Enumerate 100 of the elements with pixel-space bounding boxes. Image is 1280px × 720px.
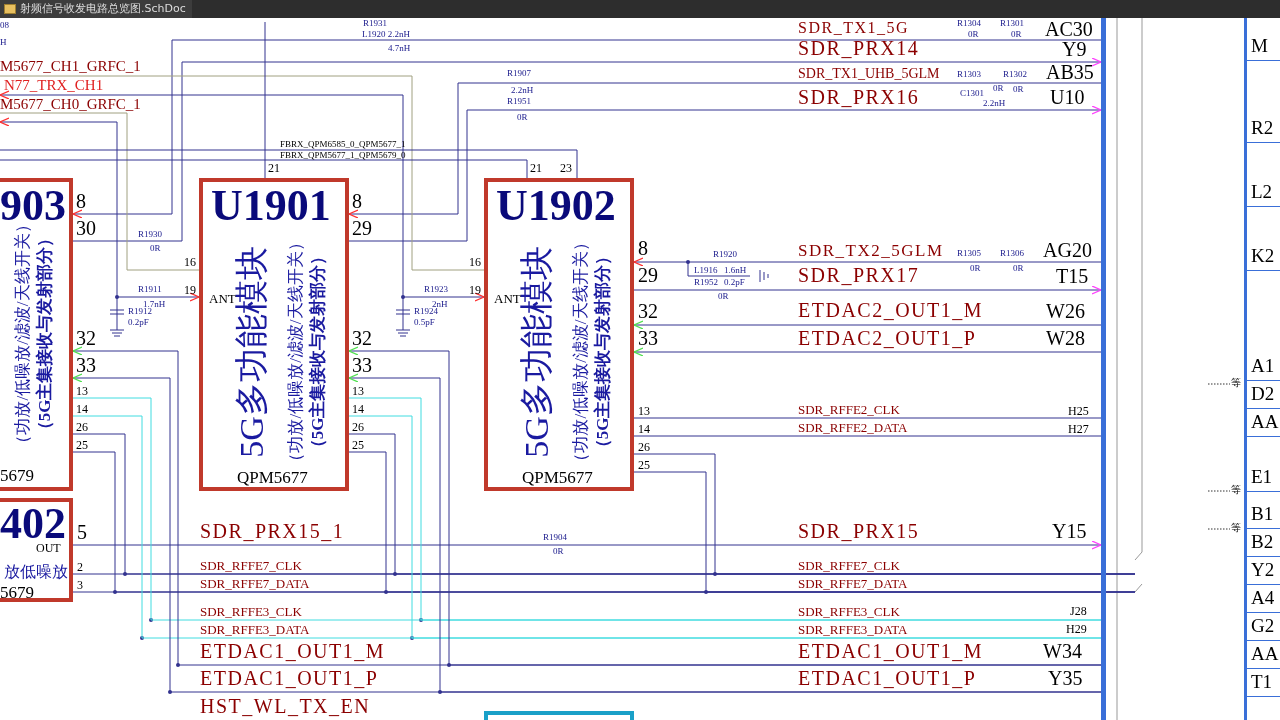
pin-label: AA xyxy=(1251,412,1279,431)
net-label: SDR_RFFE7_CLK xyxy=(798,559,900,572)
pin-number: 33 xyxy=(76,355,96,375)
pin-number: 19 xyxy=(184,284,196,296)
component-label: 0R xyxy=(993,84,1004,93)
component-label: L1916 xyxy=(694,266,718,275)
pin-number: 14 xyxy=(76,403,88,415)
component-label: R1302 xyxy=(1003,70,1027,79)
pin-number: 14 xyxy=(638,423,650,435)
signal-wire xyxy=(0,75,485,271)
component-label: R1923 xyxy=(424,285,448,294)
pin-label: M xyxy=(1251,36,1268,55)
chip-designator: U1902 xyxy=(496,184,616,228)
connector-bar xyxy=(1101,18,1106,720)
component-label: 0R xyxy=(517,113,528,122)
part-number: 5679 xyxy=(0,467,34,484)
pin-number: AC30 xyxy=(1045,19,1093,39)
pin-number: 13 xyxy=(76,385,88,397)
pin-number: 13 xyxy=(352,385,364,397)
document-tab: 射频信号收发电路总览图.SchDoc xyxy=(0,0,192,18)
component-label: R1912 xyxy=(128,307,152,316)
pin-number: J28 xyxy=(1070,605,1087,617)
pin-label: T1 xyxy=(1251,672,1273,691)
pin-table xyxy=(1244,18,1280,720)
pin-number: T15 xyxy=(1056,266,1089,286)
net-label: ETDAC2_OUT1_M xyxy=(798,300,984,320)
component-label: R1306 xyxy=(1000,249,1024,258)
pin-number: Y15 xyxy=(1052,521,1087,541)
component-label: 0.2pF xyxy=(724,278,745,287)
component-label: 0R xyxy=(968,30,979,39)
signal-arrow xyxy=(633,257,1102,267)
pin-label: K2 xyxy=(1251,246,1275,265)
signal-wire xyxy=(0,149,578,179)
net-label: SDR_TX1_5G xyxy=(798,20,909,36)
component-label: R1911 xyxy=(138,285,162,294)
pin-number: 16 xyxy=(184,256,196,268)
signal-wire xyxy=(0,159,528,179)
net-label: SDR_RFFE2_DATA xyxy=(798,421,908,434)
component-label: 0R xyxy=(970,264,981,273)
module-subtitle: （5G主集接收与发射部分） xyxy=(35,229,53,439)
pin-name: ANT xyxy=(209,292,236,305)
net-label: SDR_RFFE3_CLK xyxy=(798,605,900,618)
component-label: 0R xyxy=(553,547,564,556)
pin-name: ANT xyxy=(494,292,521,305)
signal-arrow xyxy=(633,347,1102,357)
pin-number: 21 xyxy=(530,162,542,174)
component-label: 2.2nH xyxy=(511,86,534,95)
component-label: 1.6nH xyxy=(724,266,747,275)
component-label: 08 xyxy=(0,21,9,30)
pin-number: 32 xyxy=(638,301,658,321)
pin-number: 32 xyxy=(352,328,372,348)
pin-label: D2 xyxy=(1251,384,1275,403)
pin-label: G2 xyxy=(1251,616,1275,635)
pin-label: B1 xyxy=(1251,504,1274,523)
pin-number: 21 xyxy=(268,162,280,174)
pin-number: 8 xyxy=(638,238,648,258)
signal-arrow xyxy=(72,57,1102,242)
component-label: R1951 xyxy=(507,97,531,106)
module-subtitle: （功放/低噪放/滤波/天线开关） xyxy=(286,234,304,470)
net-label: SDR_RFFE3_DATA xyxy=(200,623,310,636)
net-label: SDR_PRX17 xyxy=(798,265,920,285)
net-label: HST_WL_TX_EN xyxy=(200,696,371,716)
component-label: R1930 xyxy=(138,230,162,239)
chip-box xyxy=(199,178,349,491)
component-label: L1920 2.2nH xyxy=(362,30,410,39)
component-label: R1301 xyxy=(1000,19,1024,28)
signal-arrow xyxy=(0,117,200,302)
net-label: SDR_RFFE2_CLK xyxy=(798,403,900,416)
module-subtitle: （5G主集接收与发射部分） xyxy=(593,247,611,457)
component-label: R1907 xyxy=(507,69,531,78)
pin-label: L2 xyxy=(1251,182,1273,201)
module-subtitle: （5G主集接收与发射部分） xyxy=(308,247,326,457)
pin-number: 16 xyxy=(469,256,481,268)
net-label: N77_TRX_CH1 xyxy=(4,78,104,93)
pin-number: U10 xyxy=(1050,87,1085,107)
pin-name: OUT xyxy=(36,542,61,554)
component-label: 0.5pF xyxy=(414,318,435,327)
component-label: C1301 xyxy=(960,89,984,98)
pin-label: AA xyxy=(1251,644,1279,663)
component-label: R1931 xyxy=(363,19,387,28)
pin-number: H25 xyxy=(1068,405,1089,417)
part-number: QPM5677 xyxy=(522,469,593,486)
pin-number: W26 xyxy=(1046,301,1085,321)
net-label: SDR_PRX15_1 xyxy=(200,521,345,541)
pin-number: 14 xyxy=(352,403,364,415)
part-number: QPM5677 xyxy=(237,469,308,486)
component-label: R1304 xyxy=(957,19,981,28)
pin-number: 32 xyxy=(76,328,96,348)
chip-box xyxy=(484,178,634,491)
pin-label: A1 xyxy=(1251,356,1275,375)
pin-number: 29 xyxy=(352,218,372,238)
pin-number: 30 xyxy=(76,218,96,238)
net-label: SDR_TX1_UHB_5GLM xyxy=(798,67,940,81)
component-label: 0.2pF xyxy=(128,318,149,327)
pin-label: R2 xyxy=(1251,118,1274,137)
module-title: 5G多功能模块 xyxy=(235,246,269,458)
pin-number: 19 xyxy=(469,284,481,296)
pin-number: 3 xyxy=(77,579,83,591)
module-subtitle: （功放/低噪放/滤波/天线开关） xyxy=(571,234,589,470)
pin-number: 33 xyxy=(352,355,372,375)
